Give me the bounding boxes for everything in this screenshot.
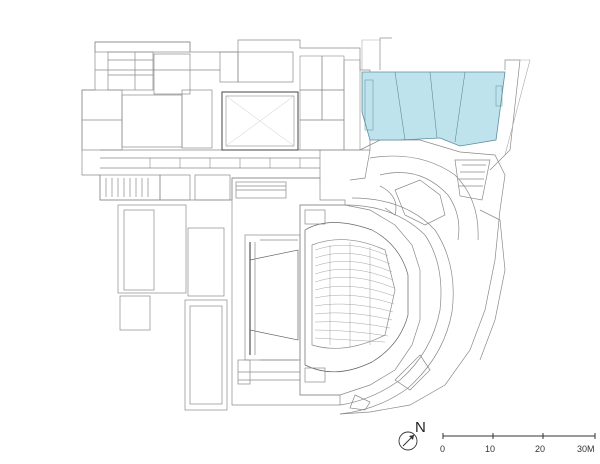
service-rooms [149, 55, 361, 168]
scale-bar [442, 433, 596, 439]
scale-label-20: 20 [535, 444, 545, 454]
north-arrow-icon [398, 431, 418, 451]
highlighted-hall [361, 71, 506, 147]
scale-label-30m: 30M [577, 444, 595, 454]
lobby [339, 37, 521, 415]
stage-house [231, 177, 346, 406]
north-label: N [415, 419, 426, 436]
loading-dock [99, 174, 231, 411]
auditorium [299, 197, 454, 415]
rehearsal-hall [221, 91, 299, 151]
scale-label-10: 10 [485, 444, 495, 454]
scale-label-0: 0 [440, 444, 445, 454]
site-boundary [361, 39, 531, 156]
north-arrow [398, 431, 418, 451]
seating-rows [314, 242, 395, 348]
